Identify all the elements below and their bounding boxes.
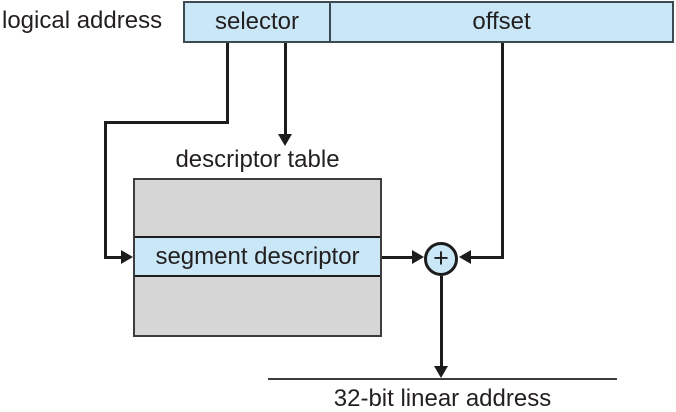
offset-cell: offset [331, 3, 672, 41]
arrowhead-descriptor-to-adder-icon [412, 250, 424, 264]
adder-circle: + [424, 242, 458, 276]
logical-address-box: selector offset [183, 1, 674, 43]
connector-offset-down [501, 43, 504, 259]
connector-selector-down [226, 43, 229, 124]
linear-address-line [268, 378, 617, 380]
segment-descriptor-row: segment descriptor [135, 236, 380, 277]
selector-cell: selector [185, 3, 331, 41]
connector-selector-to-table [284, 43, 287, 134]
selector-label: selector [214, 8, 300, 35]
segment-descriptor-label: segment descriptor [155, 242, 360, 270]
descriptor-table-label: descriptor table [175, 146, 340, 173]
arrowhead-into-table-icon [121, 250, 133, 264]
arrowhead-offset-to-adder-icon [459, 250, 471, 264]
connector-descriptor-to-adder-shaft [382, 256, 413, 259]
offset-label: offset [472, 8, 531, 35]
descriptor-table-box: segment descriptor [133, 178, 382, 337]
arrowhead-selector-to-table-icon [278, 134, 292, 146]
connector-offset-to-adder-shaft [470, 256, 503, 259]
logical-address-label: logical address [2, 7, 163, 34]
linear-address-label: 32-bit linear address [333, 385, 552, 412]
connector-into-table-shaft [104, 256, 122, 259]
connector-hook-vertical [104, 121, 107, 259]
connector-adder-to-result [440, 276, 443, 366]
plus-icon: + [433, 242, 449, 273]
arrowhead-adder-to-result-icon [434, 366, 448, 378]
connector-hook-horizontal [104, 121, 229, 124]
